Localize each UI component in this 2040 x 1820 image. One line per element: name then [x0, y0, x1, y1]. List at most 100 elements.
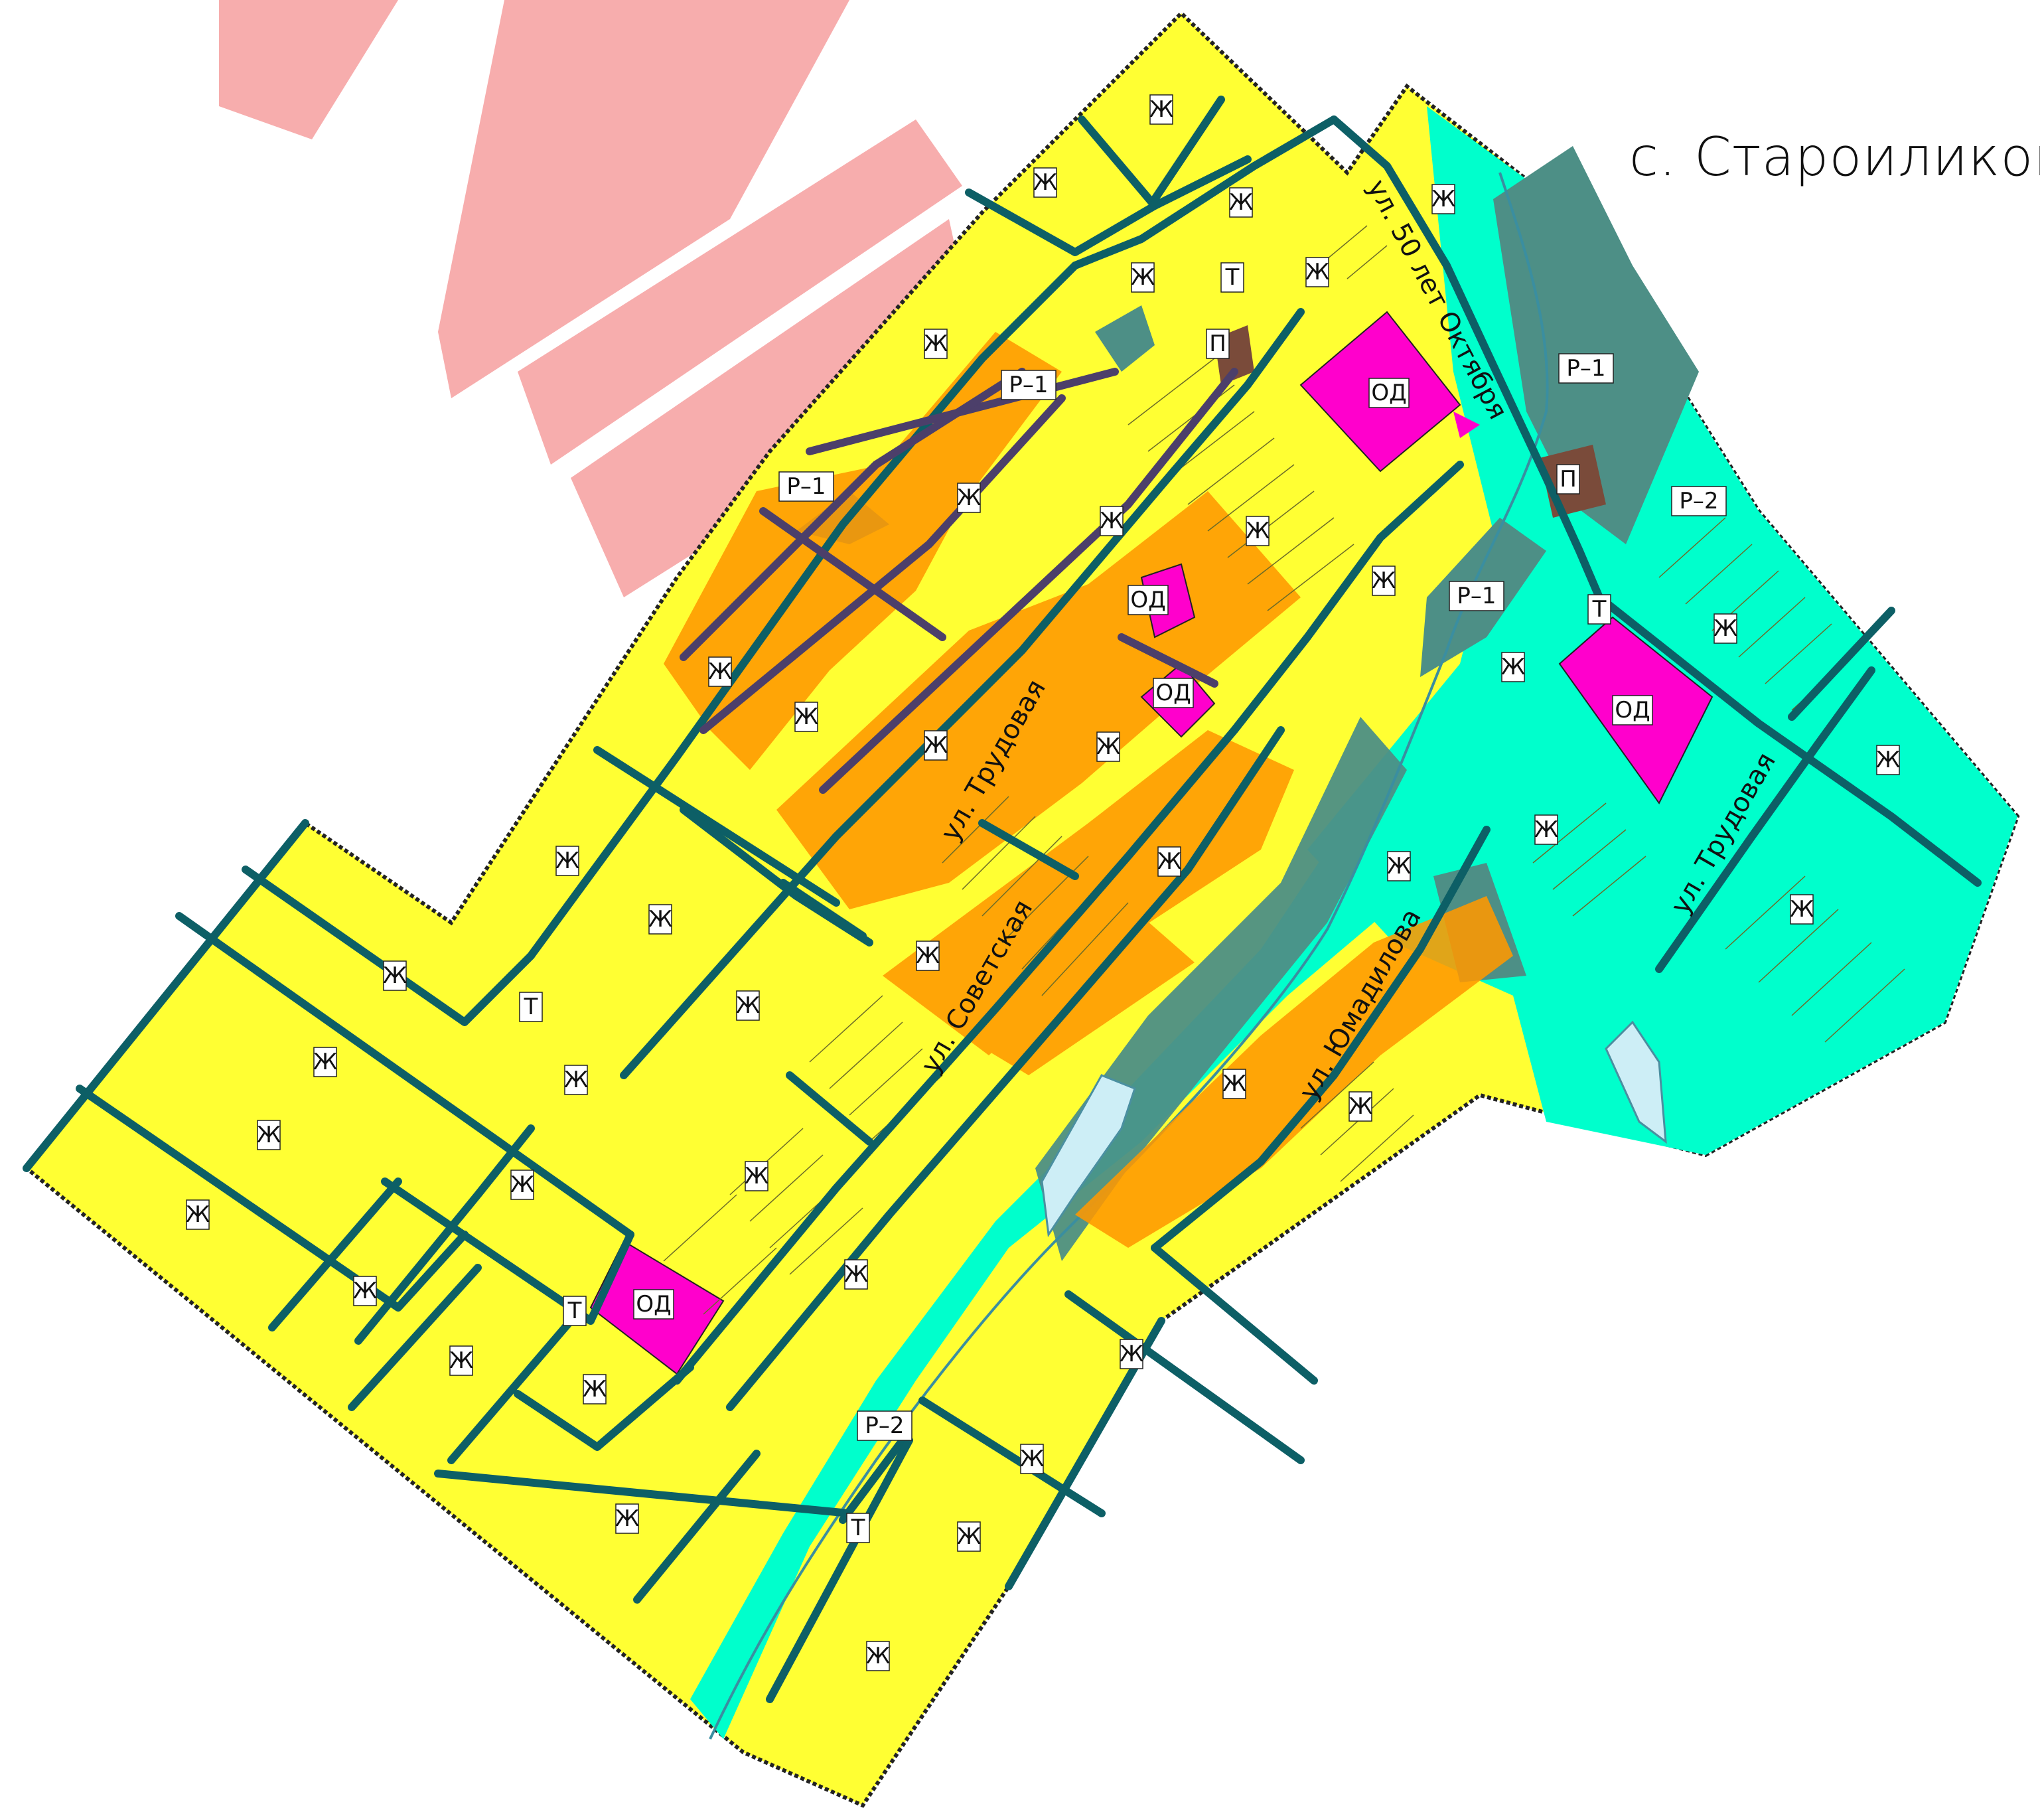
zone-label-box — [1558, 353, 1614, 384]
zone-label-box — [778, 471, 834, 502]
road-south-3 — [1064, 1290, 1305, 1464]
zone-label-residential: Ж — [916, 943, 940, 969]
zone-label-box — [510, 1170, 534, 1200]
zone-label-rec2: Р–2 — [865, 1412, 904, 1439]
zone-label-public: ОД — [636, 1291, 671, 1318]
road-dark-3 — [680, 368, 1026, 661]
zone-label-residential: Ж — [745, 1163, 769, 1189]
zone-label-box — [383, 960, 407, 991]
zone-label-residential: Ж — [257, 1122, 281, 1148]
zone-label-residential: Ж — [1229, 189, 1254, 216]
zone-label-rec2: Р–2 — [1679, 488, 1718, 514]
zone-label-box — [1387, 851, 1411, 881]
zone-label-residential: Ж — [924, 331, 948, 357]
road-south-6 — [766, 1436, 913, 1703]
zone-label-box — [1534, 814, 1558, 845]
zone-label-residential: Ж — [1372, 568, 1396, 594]
road-50-let — [1330, 115, 1603, 601]
zone-label-box — [857, 1410, 912, 1441]
zone-label-residential: Ж — [564, 1067, 589, 1093]
zone-label-residential: Ж — [555, 848, 580, 874]
zone-label-residential: Ж — [186, 1201, 210, 1228]
road-south-4 — [1151, 1244, 1318, 1385]
zone-label-residential: Ж — [1096, 733, 1121, 760]
zone-label-box — [648, 904, 672, 935]
zone-label-residential: Ж — [1876, 747, 1901, 773]
zone-label-residential: Ж — [583, 1376, 607, 1403]
road-cross-2 — [268, 1177, 402, 1331]
zone-label-rec1: Р–1 — [1566, 355, 1605, 382]
road-cross-1 — [354, 1124, 535, 1345]
zone-label-box — [1229, 187, 1253, 218]
road-mid-1 — [593, 746, 840, 907]
zone-label-box — [794, 702, 818, 732]
zone-label-residential: Ж — [1246, 518, 1270, 544]
zone-label-rec1: Р–1 — [1009, 372, 1048, 398]
zone-label-transport: Т — [851, 1515, 865, 1541]
zone-label-box — [1587, 594, 1611, 625]
zone-label-residential: Ж — [1157, 848, 1182, 875]
pond-2 — [1605, 1020, 1667, 1144]
zone-label-transport: Т — [524, 994, 538, 1020]
zone-label-transport: Т — [567, 1298, 582, 1324]
zone-label-box — [708, 656, 732, 687]
zone-label-residential: Ж — [648, 906, 673, 933]
zone-label-residential: Ж — [1501, 654, 1526, 680]
zone-label-residential: Ж — [1020, 1446, 1045, 1472]
road-dark-2 — [759, 507, 946, 641]
zone-label-box — [1368, 378, 1410, 408]
zone-label-box — [564, 1065, 588, 1095]
zone-label-public: ОД — [1371, 380, 1406, 406]
zone-label-box — [1131, 262, 1155, 293]
watermark — [219, 0, 982, 597]
road-north-3 — [1151, 96, 1225, 203]
zone-label-transport: Т — [1225, 264, 1240, 291]
road-main-west — [175, 912, 634, 1239]
zone-label-prod: П — [1560, 466, 1577, 493]
zone-label-residential: Ж — [1348, 1093, 1373, 1120]
zone-label-box — [1449, 581, 1504, 611]
zone-label-residential: Ж — [844, 1261, 869, 1288]
zone-label-box — [844, 1259, 868, 1290]
plot-lines — [663, 225, 1905, 1315]
village-title: с. Староиликово — [1629, 126, 2040, 188]
zone-label-residential: Ж — [1534, 816, 1559, 843]
zone-label-public: ОД — [1615, 697, 1650, 723]
road-dark-4 — [699, 394, 1066, 734]
zone-label-residential: Ж — [708, 658, 733, 685]
zone-label-box — [1348, 1091, 1372, 1122]
road-cross-3 — [348, 1264, 482, 1411]
zone-label-residential: Ж — [615, 1505, 640, 1532]
zone-label-rec1: Р–1 — [1457, 583, 1496, 609]
road-north-2 — [1078, 115, 1159, 210]
od-zone-6 — [1453, 412, 1480, 438]
road-mid-5 — [786, 1071, 873, 1146]
road-sovetskaya — [726, 726, 1285, 1411]
zone-label-box — [1120, 1339, 1143, 1369]
road-trudovaya-2 — [1655, 666, 1875, 973]
zone-label-box — [1305, 257, 1329, 287]
zone-label-box — [615, 1503, 639, 1534]
zone-label-residential: Ж — [924, 732, 948, 759]
zone-label-residential: Ж — [1033, 169, 1058, 196]
zone-label-prod: П — [1209, 331, 1226, 357]
road-block-4 — [434, 1470, 853, 1517]
zone-label-box — [519, 992, 543, 1022]
zone-label-box — [1033, 167, 1057, 198]
zone-label-box — [866, 1641, 890, 1671]
zone-label-box — [1100, 506, 1124, 536]
zone-label-box — [1020, 1444, 1044, 1474]
zone-label-transport: Т — [1592, 596, 1607, 623]
zone-label-box — [1153, 678, 1194, 708]
road-cross-5 — [514, 1363, 694, 1451]
zone-label-box — [1246, 516, 1270, 546]
road-diag-1 — [527, 115, 1338, 960]
zone-label-box — [1001, 370, 1056, 400]
zone-label-residential: Ж — [866, 1643, 891, 1669]
road-dark-6 — [1118, 633, 1218, 688]
road-mid-4 — [978, 819, 1079, 880]
road-block-2 — [76, 1085, 469, 1312]
zone-label-rec1: Р–1 — [786, 473, 826, 500]
zone-label-box — [916, 941, 940, 971]
zone-label-residential: Ж — [1100, 508, 1124, 534]
